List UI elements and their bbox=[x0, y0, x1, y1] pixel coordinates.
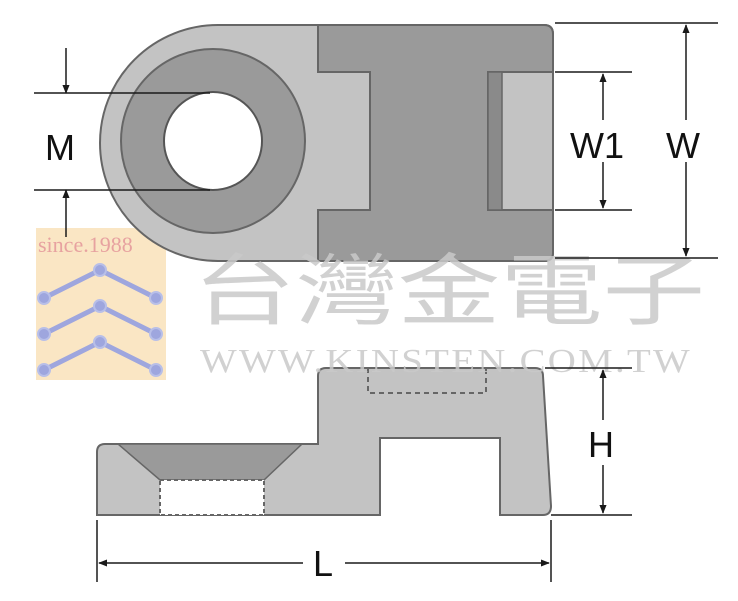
dimension-l bbox=[96, 520, 552, 582]
watermark: since.1988 bbox=[36, 228, 166, 380]
watermark-company: 台灣金電子 bbox=[193, 247, 705, 337]
side-view bbox=[96, 367, 553, 516]
label-h: H bbox=[588, 424, 614, 465]
label-w1: W1 bbox=[570, 125, 624, 166]
side-hole bbox=[159, 479, 265, 516]
watermark-url: WWW.KINSTEN.COM.TW bbox=[200, 343, 692, 380]
screw-hole bbox=[163, 91, 263, 191]
label-m: M bbox=[45, 127, 75, 168]
cable-tie-channel bbox=[317, 24, 554, 262]
watermark-since: since.1988 bbox=[38, 232, 133, 257]
circuit-logo-icon bbox=[37, 263, 163, 377]
dimension-h bbox=[545, 367, 632, 516]
watermark-text: 台灣金電子 WWW.KINSTEN.COM.TW bbox=[193, 247, 705, 380]
top-view bbox=[99, 24, 554, 262]
label-w: W bbox=[666, 125, 700, 166]
dimensions bbox=[34, 22, 718, 582]
dimension-w bbox=[555, 22, 718, 259]
tie-slot bbox=[487, 71, 503, 211]
dimension-w1 bbox=[555, 71, 632, 211]
hidden-slot-line bbox=[367, 368, 487, 394]
dimension-m bbox=[34, 48, 210, 237]
label-l: L bbox=[313, 543, 333, 584]
